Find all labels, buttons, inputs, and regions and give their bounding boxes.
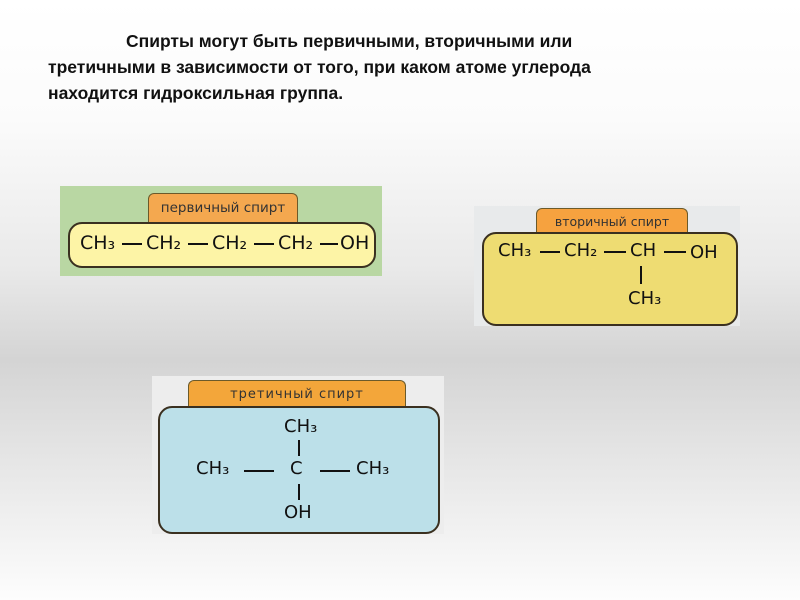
primary-alcohol-formula-box: CH₃ CH₂ CH₂ CH₂ OH [68,222,376,268]
tertiary-bond-bottom [298,484,300,500]
secondary-group-3: CH [630,240,657,261]
tertiary-center-atom: C [290,458,303,479]
primary-alcohol-label: первичный спирт [148,193,298,224]
tertiary-alcohol-formula-box: CH₃ CH₃ C CH₃ OH [158,406,440,534]
primary-group-3: CH₂ [212,232,248,254]
secondary-bond-1 [540,251,560,253]
secondary-bond-3 [664,251,686,253]
secondary-alcohol-formula-box: CH₃ CH₂ CH OH CH₃ [482,232,738,326]
primary-bond-4 [320,243,338,245]
secondary-bond-vertical [640,266,642,284]
secondary-group-4: OH [690,242,718,263]
intro-text: Спирты могут быть первичными, вторичными… [48,28,768,106]
secondary-branch-group: CH₃ [628,288,662,309]
secondary-group-1: CH₃ [498,240,532,261]
intro-line-1: Спирты могут быть первичными, вторичными… [126,31,573,51]
tertiary-right-group: CH₃ [356,458,390,479]
primary-bond-3 [254,243,274,245]
tertiary-bottom-group: OH [284,502,312,523]
primary-alcohol-card: первичный спирт CH₃ CH₂ CH₂ CH₂ OH [60,186,382,276]
primary-bond-2 [188,243,208,245]
tertiary-top-group: CH₃ [284,416,318,437]
secondary-alcohol-label: вторичный спирт [536,208,688,235]
tertiary-alcohol-card: третичный спирт CH₃ CH₃ C CH₃ OH [152,376,444,534]
primary-group-4: CH₂ [278,232,314,254]
secondary-alcohol-card: вторичный спирт CH₃ CH₂ CH OH CH₃ [474,206,740,326]
primary-group-2: CH₂ [146,232,182,254]
primary-bond-1 [122,243,142,245]
primary-group-5: OH [340,232,370,254]
tertiary-alcohol-label: третичный спирт [188,380,406,411]
secondary-group-2: CH₂ [564,240,598,261]
intro-line-2: третичными в зависимости от того, при ка… [48,57,591,77]
tertiary-left-group: CH₃ [196,458,230,479]
intro-line-3: находится гидроксильная группа. [48,83,344,103]
tertiary-bond-right [320,470,350,472]
secondary-bond-2 [604,251,626,253]
tertiary-bond-left [244,470,274,472]
primary-group-1: CH₃ [80,232,116,254]
tertiary-bond-top [298,440,300,456]
